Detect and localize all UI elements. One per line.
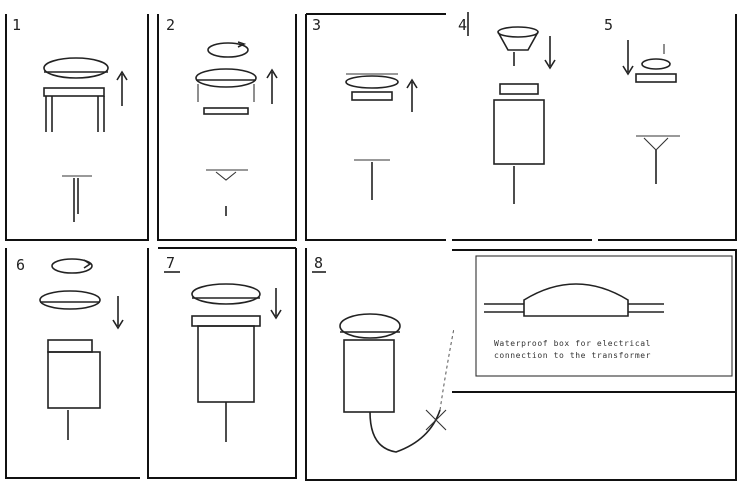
step-3-illustration — [345, 73, 418, 200]
step-2-label: 2 — [166, 16, 175, 34]
step-8-illustration — [339, 313, 455, 453]
step-7-illustration — [191, 283, 282, 442]
wiring-note-line-1: Waterproof box for electrical — [494, 339, 651, 348]
step-5-illustration — [622, 40, 680, 184]
step-4-label: 4 — [458, 16, 467, 34]
step-4-illustration — [493, 26, 556, 204]
step-numbers: 1 2 3 4 5 6 7 8 — [12, 12, 613, 274]
step-8-label: 8 — [314, 254, 323, 272]
panel-frames — [5, 13, 737, 481]
step-7-label: 7 — [166, 254, 175, 272]
wiring-note-line-2: connection to the transformer — [494, 351, 651, 360]
step-3-label: 3 — [312, 16, 321, 34]
step-5-label: 5 — [604, 16, 613, 34]
step-2-illustration — [195, 41, 278, 216]
step-6-label: 6 — [16, 256, 25, 274]
step-1-illustration — [43, 57, 128, 222]
step-1-label: 1 — [12, 16, 21, 34]
step-6-illustration — [39, 258, 124, 440]
waterproof-box-diagram: Waterproof box for electrical connection… — [484, 283, 664, 360]
